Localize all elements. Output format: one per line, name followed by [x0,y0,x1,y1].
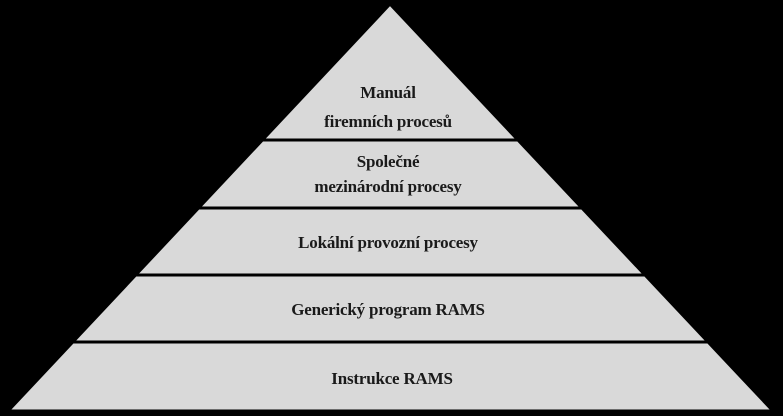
level-2-label-line-2: mezinárodní procesy [314,177,462,196]
level-2-label-line-1: Společné [357,152,420,171]
level-3-label: Lokální provozní procesy [298,233,478,252]
level-4-label: Generický program RAMS [291,300,485,319]
level-1-label-line-1: Manuál [360,83,416,102]
level-5-label: Instrukce RAMS [331,369,452,388]
level-1-label-line-2: firemních procesů [324,112,452,131]
